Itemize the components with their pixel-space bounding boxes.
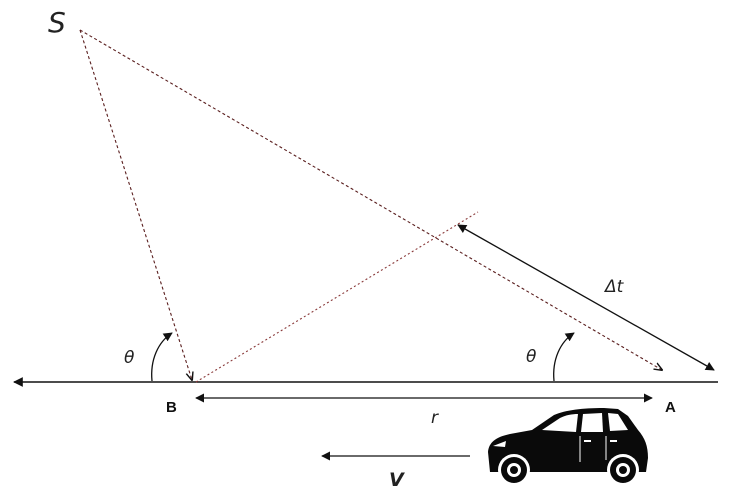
ray-source-to-a bbox=[79, 29, 662, 370]
ray-source-to-b bbox=[79, 29, 192, 380]
angle-arc-right bbox=[553, 332, 575, 382]
wavefront-line bbox=[195, 211, 479, 383]
distance-label: r bbox=[431, 408, 439, 428]
source-label: S bbox=[48, 6, 66, 39]
point-b-label: B bbox=[166, 399, 177, 416]
angle-left-label: θ bbox=[124, 348, 135, 368]
time-delay-label: Δt bbox=[603, 277, 625, 297]
car-icon bbox=[488, 408, 648, 486]
delay-arrow bbox=[457, 224, 715, 371]
point-a-label: A bbox=[665, 399, 676, 416]
angle-arc-left bbox=[151, 332, 173, 382]
angle-right-label: θ bbox=[526, 347, 537, 367]
velocity-label: V bbox=[389, 469, 405, 491]
